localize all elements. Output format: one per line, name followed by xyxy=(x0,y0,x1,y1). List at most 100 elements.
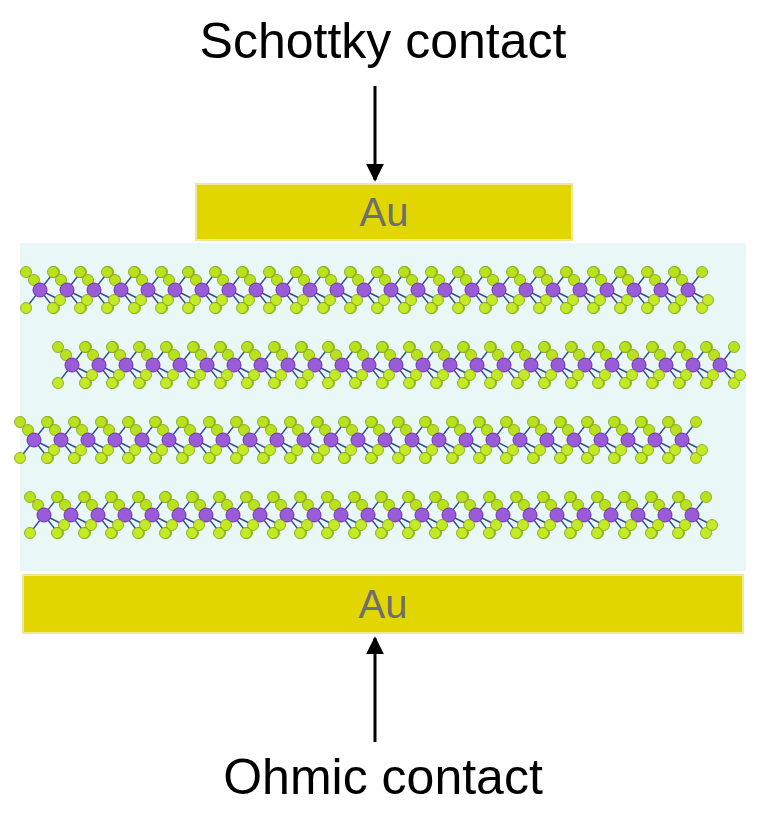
chalcogen-atom xyxy=(269,378,280,389)
chalcogen-atom xyxy=(646,528,657,539)
chalcogen-atom xyxy=(237,303,248,314)
chalcogen-atom xyxy=(642,303,653,314)
chalcogen-atom xyxy=(187,528,198,539)
metal-atom xyxy=(27,433,41,447)
chalcogen-atom xyxy=(426,303,437,314)
chalcogen-atom xyxy=(268,528,279,539)
crystal-layer xyxy=(15,417,708,464)
chalcogen-atom xyxy=(160,528,171,539)
chalcogen-atom xyxy=(48,303,59,314)
chalcogen-atom xyxy=(231,453,242,464)
chalcogen-atom xyxy=(312,453,323,464)
chalcogen-atom xyxy=(674,378,685,389)
chalcogen-atom xyxy=(376,528,387,539)
chalcogen-atom xyxy=(480,303,491,314)
chalcogen-atom xyxy=(669,303,680,314)
chalcogen-atom xyxy=(258,453,269,464)
chalcogen-atom xyxy=(420,453,431,464)
chalcogen-atom xyxy=(322,528,333,539)
chalcogen-atom xyxy=(592,528,603,539)
chalcogen-atom xyxy=(511,528,522,539)
chalcogen-atom xyxy=(350,378,361,389)
electrode-label: Au xyxy=(359,584,408,624)
chalcogen-atom xyxy=(241,528,252,539)
chalcogen-atom xyxy=(697,267,708,278)
chalcogen-atom xyxy=(691,417,702,428)
chalcogen-atom xyxy=(703,295,714,306)
chalcogen-atom xyxy=(210,303,221,314)
chalcogen-atom xyxy=(285,453,296,464)
crystal-layer xyxy=(53,342,746,389)
chalcogen-atom xyxy=(188,378,199,389)
chalcogen-atom xyxy=(177,453,188,464)
chalcogen-atom xyxy=(565,528,576,539)
chalcogen-atom xyxy=(566,378,577,389)
chalcogen-atom xyxy=(474,453,485,464)
chalcogen-atom xyxy=(21,303,32,314)
gold-electrode: Au xyxy=(22,574,744,634)
chalcogen-atom xyxy=(318,303,329,314)
metal-atom xyxy=(33,283,47,297)
chalcogen-atom xyxy=(242,378,253,389)
crystal-layer xyxy=(25,492,718,539)
chalcogen-atom xyxy=(204,453,215,464)
layered-crystal xyxy=(15,267,746,539)
chalcogen-atom xyxy=(339,453,350,464)
chalcogen-atom xyxy=(534,303,545,314)
chalcogen-atom xyxy=(183,303,194,314)
chalcogen-atom xyxy=(134,378,145,389)
chalcogen-atom xyxy=(701,378,712,389)
chalcogen-atom xyxy=(561,303,572,314)
chalcogen-atom xyxy=(447,453,458,464)
chalcogen-atom xyxy=(106,528,117,539)
chalcogen-atom xyxy=(582,453,593,464)
chalcogen-atom xyxy=(430,528,441,539)
chalcogen-atom xyxy=(214,528,225,539)
chalcogen-atom xyxy=(345,303,356,314)
chalcogen-atom xyxy=(69,453,80,464)
chalcogen-atom xyxy=(80,378,91,389)
chalcogen-atom xyxy=(291,303,302,314)
chalcogen-atom xyxy=(102,303,113,314)
chalcogen-atom xyxy=(729,342,740,353)
crystal-layer xyxy=(21,267,714,314)
chalcogen-atom xyxy=(349,528,360,539)
chalcogen-atom xyxy=(129,303,140,314)
chalcogen-atom xyxy=(79,528,90,539)
chalcogen-atom xyxy=(507,303,518,314)
chalcogen-atom xyxy=(96,453,107,464)
chalcogen-atom xyxy=(372,303,383,314)
chalcogen-atom xyxy=(399,303,410,314)
chalcogen-atom xyxy=(620,378,631,389)
chalcogen-atom xyxy=(393,453,404,464)
chalcogen-atom xyxy=(485,378,496,389)
electrode-label: Au xyxy=(360,192,409,232)
chalcogen-atom xyxy=(501,453,512,464)
chalcogen-atom xyxy=(53,378,64,389)
crystal-background xyxy=(20,243,746,571)
metal-atom xyxy=(37,508,51,522)
chalcogen-atom xyxy=(295,528,306,539)
chalcogen-atom xyxy=(75,303,86,314)
chalcogen-atom xyxy=(150,453,161,464)
metal-atom xyxy=(65,358,79,372)
chalcogen-atom xyxy=(377,378,388,389)
chalcogen-atom xyxy=(615,303,626,314)
gold-electrode: Au xyxy=(195,183,573,241)
chalcogen-atom xyxy=(366,453,377,464)
chalcogen-atom xyxy=(673,528,684,539)
leader-arrow xyxy=(374,638,377,742)
chalcogen-atom xyxy=(701,492,712,503)
chalcogen-atom xyxy=(323,378,334,389)
chalcogen-atom xyxy=(588,303,599,314)
chalcogen-atom xyxy=(403,528,414,539)
chalcogen-atom xyxy=(539,378,550,389)
chalcogen-atom xyxy=(404,378,415,389)
chalcogen-atom xyxy=(609,453,620,464)
chalcogen-atom xyxy=(593,378,604,389)
chalcogen-atom xyxy=(663,453,674,464)
chalcogen-atom xyxy=(133,528,144,539)
contact-label: Ohmic contact xyxy=(0,750,766,805)
